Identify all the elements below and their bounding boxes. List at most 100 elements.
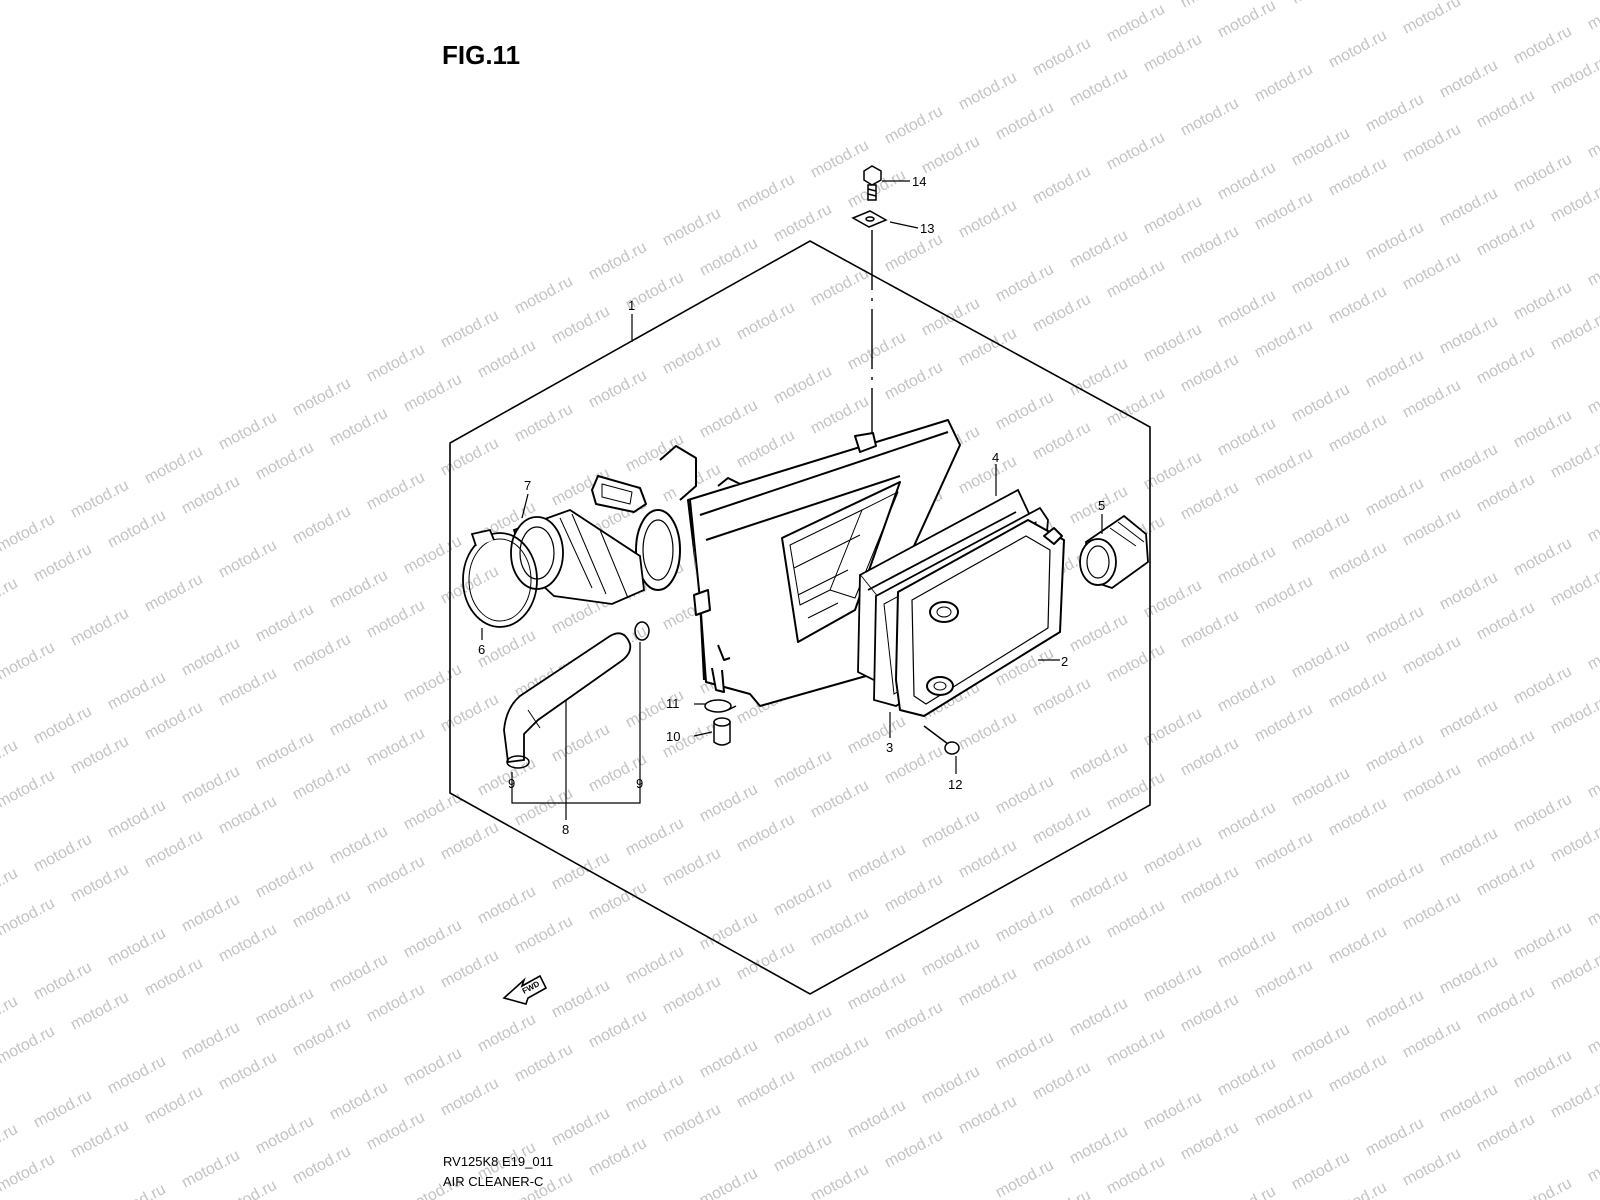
watermark-text: motod.ru (549, 303, 613, 348)
watermark-text: motod.ru (1585, 629, 1600, 674)
watermark-text: motod.ru (1400, 505, 1464, 550)
watermark-text: motod.ru (0, 1151, 58, 1196)
watermark-text: motod.ru (1326, 923, 1390, 968)
watermark-text: motod.ru (1289, 125, 1353, 170)
watermark-text: motod.ru (586, 879, 650, 924)
watermark-text: motod.ru (1400, 377, 1464, 422)
watermark-text: motod.ru (1326, 27, 1390, 72)
watermark-text: motod.ru (1511, 407, 1575, 452)
watermark-text: motod.ru (68, 1117, 132, 1162)
clip-11-drawing (704, 699, 737, 713)
watermark-text: motod.ru (1585, 245, 1600, 290)
watermark-text: motod.ru (1030, 291, 1094, 336)
watermark-text: motod.ru (327, 1079, 391, 1124)
watermark-text: motod.ru (216, 921, 280, 966)
watermark-text: motod.ru (660, 333, 724, 378)
watermark-text: motod.ru (1511, 663, 1575, 708)
watermark-text: motod.ru (697, 781, 761, 826)
watermark-text: motod.ru (1511, 919, 1575, 964)
watermark-text: motod.ru (1363, 475, 1427, 520)
watermark-text: motod.ru (105, 925, 169, 970)
watermark-text: motod.ru (1326, 1179, 1390, 1200)
watermark-text: motod.ru (1289, 253, 1353, 298)
callout-1: 1 (628, 298, 635, 313)
watermark-text: motod.ru (1178, 607, 1242, 652)
watermark-text: motod.ru (475, 1011, 539, 1056)
watermark-text: motod.ru (1252, 1085, 1316, 1130)
watermark-text: motod.ru (1511, 1175, 1575, 1200)
watermark-text: motod.ru (623, 943, 687, 988)
watermark-text: motod.ru (216, 1177, 280, 1200)
watermark-text: motod.ru (1585, 885, 1600, 930)
watermark-text: motod.ru (771, 363, 835, 408)
watermark-text: motod.ru (1067, 611, 1131, 656)
watermark-text: motod.ru (734, 427, 798, 472)
watermark-text: motod.ru (0, 1121, 21, 1166)
watermark-text: motod.ru (734, 939, 798, 984)
watermark-text: motod.ru (734, 811, 798, 856)
watermark-text: motod.ru (364, 469, 428, 514)
watermark-text: motod.ru (919, 935, 983, 980)
watermark-text: motod.ru (327, 695, 391, 740)
watermark-text: motod.ru (1067, 65, 1131, 110)
callout-4: 4 (992, 450, 999, 465)
watermark-text: motod.ru (1215, 1055, 1279, 1100)
watermark-text: motod.ru (1252, 189, 1316, 234)
watermark-text: motod.ru (253, 439, 317, 484)
callout-2: 2 (1061, 654, 1068, 669)
air-cleaner-case-drawing (591, 419, 961, 707)
watermark-text: motod.ru (1474, 599, 1538, 644)
watermark-text: motod.ru (1215, 0, 1279, 42)
watermark-text: motod.ru (1215, 927, 1279, 972)
watermark-text: motod.ru (1104, 897, 1168, 942)
watermark-text: motod.ru (1511, 279, 1575, 324)
watermark-text: motod.ru (1585, 1141, 1600, 1186)
part-group-name: AIR CLEANER-C (443, 1174, 544, 1189)
watermark-text: motod.ru (549, 977, 613, 1022)
watermark-text: motod.ru (956, 709, 1020, 754)
watermark-text: motod.ru (1141, 193, 1205, 238)
watermark-text: motod.ru (808, 905, 872, 950)
bolt-14-drawing (863, 165, 882, 201)
watermark-text: motod.ru (1252, 573, 1316, 618)
watermark-text: motod.ru (956, 69, 1020, 114)
watermark-text: motod.ru (512, 273, 576, 318)
watermark-text: motod.ru (1178, 479, 1242, 524)
watermark-text: motod.ru (1178, 95, 1242, 140)
leader-lines (481, 180, 1103, 820)
watermark-text: motod.ru (1400, 0, 1464, 38)
callout-5: 5 (1098, 498, 1105, 513)
watermark-text: motod.ru (364, 597, 428, 642)
watermark-text: motod.ru (0, 865, 21, 910)
watermark-text: motod.ru (1474, 0, 1538, 4)
watermark-text: motod.ru (956, 197, 1020, 242)
watermark-text: motod.ru (142, 827, 206, 872)
screw-12-drawing (923, 725, 960, 755)
watermark-text: motod.ru (1067, 1123, 1131, 1168)
watermark-text: motod.ru (1585, 1013, 1600, 1058)
watermark-text: motod.ru (1400, 889, 1464, 934)
watermark-text: motod.ru (1326, 283, 1390, 328)
watermark-text: motod.ru (549, 849, 613, 894)
watermark-text: motod.ru (919, 133, 983, 178)
watermark-text: motod.ru (142, 699, 206, 744)
callout-3: 3 (886, 740, 893, 755)
callout-13: 13 (920, 221, 934, 236)
watermark-text: motod.ru (290, 503, 354, 548)
watermark-text: motod.ru (808, 1033, 872, 1078)
nut-13-drawing (851, 210, 888, 228)
watermark-text: motod.ru (1030, 35, 1094, 80)
watermark-text: motod.ru (1474, 855, 1538, 900)
watermark-text: motod.ru (1178, 351, 1242, 396)
watermark-text: motod.ru (290, 375, 354, 420)
watermark-text: motod.ru (1548, 437, 1600, 482)
watermark-text: motod.ru (993, 99, 1057, 144)
watermark-text: motod.ru (1511, 151, 1575, 196)
watermark-text: motod.ru (771, 201, 835, 246)
watermark-text: motod.ru (956, 837, 1020, 882)
assembly-frame (449, 240, 1151, 995)
watermark-text: motod.ru (1511, 1047, 1575, 1092)
watermark-text: motod.ru (1548, 53, 1600, 98)
watermark-text: motod.ru (1252, 317, 1316, 362)
watermark-text: motod.ru (68, 989, 132, 1034)
